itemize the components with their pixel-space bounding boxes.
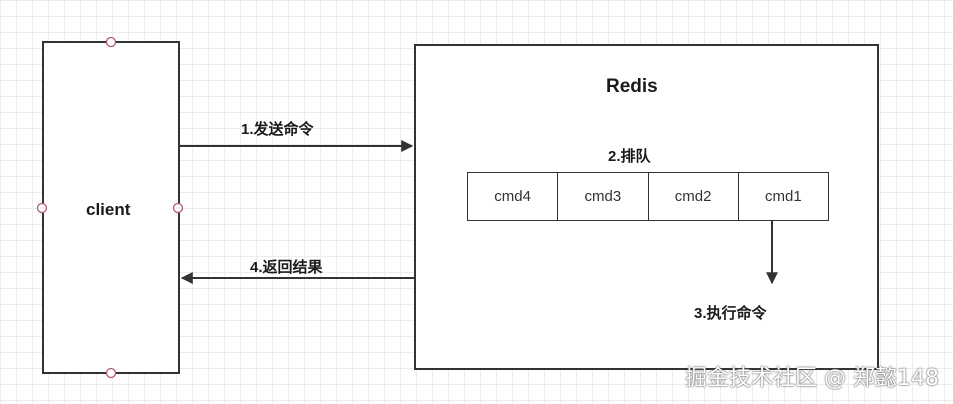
queue-label: 2.排队 [608, 148, 651, 165]
command-queue: cmd4 cmd3 cmd2 cmd1 [467, 172, 829, 221]
client-right-handle[interactable] [172, 202, 184, 214]
queue-cell-cmd4: cmd4 [468, 173, 559, 220]
execute-command-label: 3.执行命令 [694, 305, 767, 322]
client-label: client [86, 200, 131, 219]
queue-cell-cmd1: cmd1 [765, 188, 802, 205]
send-command-label: 1.发送命令 [241, 121, 314, 138]
watermark: 掘金技术社区 @ 郑懿148 [685, 366, 939, 391]
queue-cell-cmd3: cmd3 [558, 173, 649, 220]
return-result-label: 4.返回结果 [250, 259, 323, 276]
client-bottom-handle[interactable] [105, 367, 117, 379]
client-left-handle[interactable] [36, 202, 48, 214]
redis-title: Redis [606, 76, 658, 97]
queue-cell-cmd2: cmd2 [649, 173, 739, 220]
client-top-handle[interactable] [105, 36, 117, 48]
